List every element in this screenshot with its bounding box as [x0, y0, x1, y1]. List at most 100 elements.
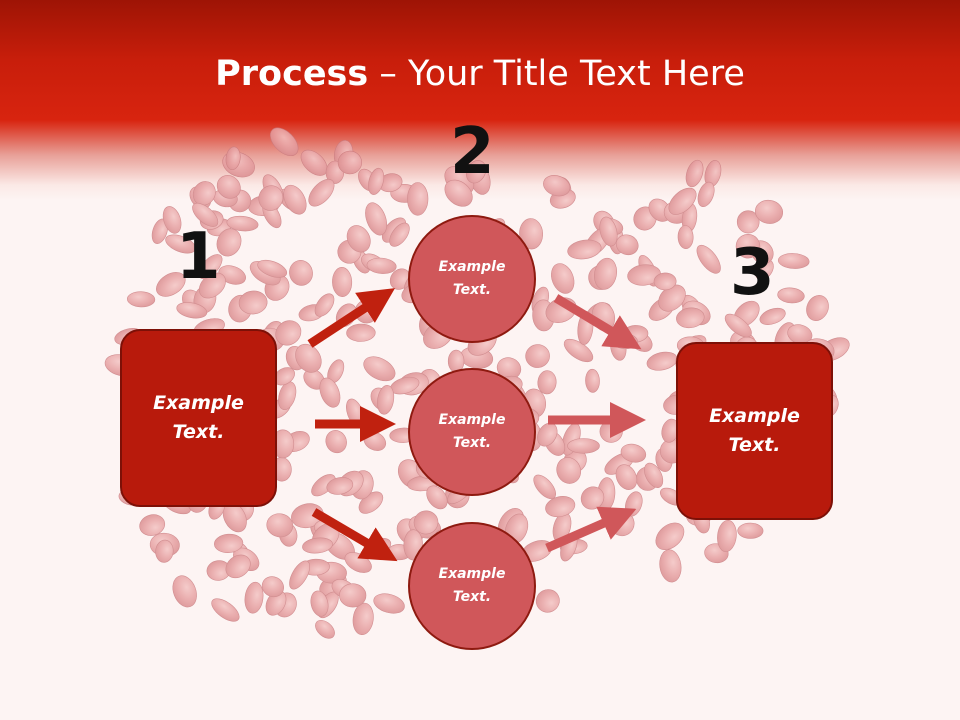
seed-shape: [289, 260, 313, 286]
seed-shape: [165, 234, 196, 254]
seed-shape: [192, 202, 219, 227]
seed-shape: [337, 150, 362, 175]
seed-shape: [261, 576, 284, 598]
seed-shape: [315, 619, 335, 639]
step-1-box: Example Text.: [120, 329, 277, 507]
circle-bottom-text: Example Text.: [438, 566, 506, 605]
seed-shape: [759, 307, 786, 325]
seed-shape: [444, 179, 473, 207]
seed-shape: [275, 320, 302, 346]
seed-shape: [214, 533, 244, 553]
step-3-box: Example Text.: [676, 342, 833, 520]
seed-shape: [627, 264, 661, 286]
arrow-bottom-to-3: [545, 506, 637, 553]
seed-shape: [244, 581, 264, 614]
seed-shape: [308, 178, 335, 207]
seed-shape: [620, 443, 647, 463]
seed-shape: [172, 575, 197, 608]
seed-shape: [717, 519, 737, 553]
seed-shape: [176, 302, 208, 319]
seed-shape: [413, 510, 439, 535]
seed-shape: [556, 457, 582, 484]
title-bold: Process: [215, 54, 369, 94]
seed-shape: [615, 464, 638, 490]
seed-shape: [389, 222, 410, 247]
seed-shape: [655, 522, 685, 550]
seed-shape: [155, 539, 174, 563]
seed-shape: [339, 583, 367, 608]
seed-shape: [551, 263, 575, 294]
seed-shape: [580, 486, 605, 510]
step-2-circle-top: Example Text.: [408, 215, 536, 343]
seed-shape: [226, 215, 259, 232]
seed-shape: [777, 287, 805, 304]
step-number-3: 3: [730, 236, 775, 310]
seed-shape: [737, 522, 764, 539]
seed-shape: [567, 438, 600, 454]
seed-shape: [676, 307, 705, 329]
seed-shape: [615, 234, 639, 256]
arrow-top-to-3: [553, 294, 642, 350]
seed-shape: [216, 228, 242, 257]
seed-shape: [545, 496, 576, 518]
seed-shape: [238, 290, 268, 315]
seed-shape: [332, 267, 353, 297]
seed-shape: [363, 356, 396, 382]
seed-shape: [696, 244, 721, 274]
seed-shape: [519, 218, 544, 250]
seed-shape: [697, 181, 715, 207]
seed-shape: [127, 291, 156, 308]
seed-shape: [644, 462, 664, 488]
seed-shape: [585, 368, 600, 393]
seed-shape: [346, 323, 376, 342]
seed-shape: [325, 430, 347, 454]
seed-shape: [659, 549, 682, 583]
seed-shape: [257, 259, 288, 278]
seed-shape: [366, 257, 397, 274]
seed-shape: [754, 199, 784, 224]
seed-shape: [326, 477, 354, 495]
step-1-text: Example Text.: [153, 392, 244, 443]
seed-shape: [365, 202, 388, 236]
seed-shape: [535, 589, 560, 613]
seed-shape: [806, 295, 829, 321]
arrow-1-to-top: [307, 288, 396, 348]
step-3-text: Example Text.: [709, 405, 800, 456]
seed-shape: [352, 602, 374, 636]
seed-shape: [283, 184, 307, 215]
seed-shape: [310, 590, 329, 617]
seed-shape: [302, 537, 333, 554]
seed-shape: [599, 216, 618, 247]
seed-shape: [295, 343, 322, 373]
seed-shape: [156, 272, 186, 297]
seed-shape: [736, 210, 760, 234]
step-number-2: 2: [450, 115, 495, 189]
seed-shape: [289, 560, 311, 590]
seed-shape: [216, 175, 241, 199]
seed-shape: [211, 598, 240, 622]
seed-shape: [724, 313, 752, 338]
seed-shape: [466, 160, 487, 184]
seed-shape: [677, 225, 694, 249]
circle-top-text: Example Text.: [438, 259, 506, 298]
seed-shape: [685, 159, 704, 188]
seed-shape: [543, 175, 571, 197]
title-rest: – Your Title Text Here: [368, 54, 745, 94]
seed-shape: [258, 185, 284, 211]
circle-middle-text: Example Text.: [438, 412, 506, 451]
arrow-1-to-bottom: [311, 508, 398, 562]
step-number-1: 1: [176, 220, 221, 294]
seed-shape: [668, 187, 697, 215]
seed-shape: [346, 225, 371, 253]
step-2-circle-middle: Example Text.: [408, 368, 536, 496]
seed-shape: [735, 233, 761, 259]
step-2-circle-bottom: Example Text.: [408, 522, 536, 650]
seed-shape: [537, 370, 557, 395]
seed-shape: [407, 182, 429, 216]
seed-shape: [319, 377, 341, 408]
slide-title: Process – Your Title Text Here: [0, 50, 960, 98]
seed-shape: [225, 146, 241, 171]
seed-shape: [777, 253, 810, 269]
seed-shape: [269, 127, 299, 157]
